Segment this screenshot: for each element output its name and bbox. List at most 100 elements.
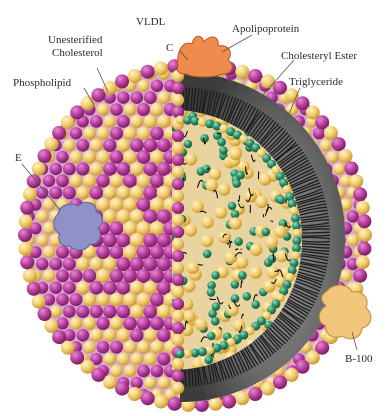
surface-head [157, 162, 171, 176]
surface-head [90, 305, 103, 318]
surface-head [130, 138, 144, 152]
surface-head [43, 198, 56, 211]
rim-head [261, 74, 275, 88]
rim-head [353, 187, 367, 201]
surface-head [144, 377, 156, 389]
rim-head [141, 65, 155, 79]
rim-head [222, 395, 236, 409]
surface-head [97, 103, 109, 115]
surface-head [43, 270, 56, 283]
surface-head [56, 151, 68, 163]
rim-head [32, 295, 46, 309]
cholesteryl-ester-bead [277, 196, 286, 205]
triglyceride-bead [185, 153, 198, 166]
surface-head [70, 127, 82, 139]
surface-head [110, 341, 123, 354]
surface-head [56, 174, 69, 187]
cholesteryl-ester-bead [231, 294, 240, 303]
rim-head [23, 187, 37, 201]
cut-head [172, 250, 184, 262]
cholesteryl-ester-bead [217, 138, 226, 147]
surface-head [70, 317, 83, 330]
cut-head [172, 178, 184, 190]
surface-head [347, 210, 359, 222]
surface-head [83, 127, 96, 140]
surface-head [69, 174, 82, 187]
surface-head [143, 186, 157, 200]
surface-head [116, 281, 130, 295]
surface-head [136, 245, 150, 259]
triglyceride-bead [250, 266, 263, 279]
triglyceride-bead [233, 319, 246, 332]
rim-head [44, 319, 58, 333]
surface-head [96, 198, 110, 212]
triglyceride-bead [229, 217, 242, 230]
surface-head [137, 293, 151, 307]
cholesteryl-ester-bead [234, 237, 243, 246]
surface-head [137, 103, 150, 116]
surface-head [117, 353, 130, 366]
surface-head [103, 281, 117, 295]
surface-head [56, 269, 69, 282]
cholesteryl-ester-bead [219, 146, 228, 155]
rim-head [235, 65, 249, 79]
surface-head [103, 209, 117, 223]
cut-head [172, 382, 184, 394]
surface-head [157, 328, 171, 342]
rim-head [273, 81, 287, 95]
surface-head [110, 150, 124, 164]
rim-head [344, 161, 358, 175]
surface-head [131, 91, 144, 104]
rim-head [128, 69, 142, 83]
cholesteryl-ester-bead [207, 332, 216, 341]
surface-head [76, 139, 89, 152]
surface-head [90, 115, 103, 128]
surface-head [110, 317, 123, 330]
triglyceride-bead [259, 173, 272, 186]
surface-head [110, 103, 123, 116]
rim-head [20, 201, 34, 215]
surface-head [144, 352, 157, 365]
cholesteryl-ester-bead [212, 302, 221, 311]
leader-apolipoprotein [222, 35, 252, 52]
cholesteryl-ester-bead [184, 140, 193, 149]
surface-head [63, 257, 76, 270]
cholesteryl-ester-bead [200, 134, 209, 143]
surface-head [63, 139, 75, 151]
label-unesterified-cholesterol-line2: Cholesterol [52, 47, 103, 59]
rim-head [103, 375, 117, 389]
surface-head [69, 269, 82, 282]
rim-head [23, 269, 37, 283]
surface-head [123, 150, 137, 164]
rim-head [353, 269, 367, 283]
surface-head [63, 305, 76, 318]
cholesteryl-ester-bead [243, 292, 252, 301]
inner-rim-head [176, 350, 185, 359]
rim-head [32, 161, 46, 175]
cholesteryl-ester-bead [211, 317, 220, 326]
label-b100: B-100 [345, 353, 373, 365]
surface-head [110, 174, 124, 188]
surface-head [110, 127, 123, 140]
surface-head [110, 269, 124, 283]
triglyceride-bead [183, 310, 196, 323]
cut-head [172, 274, 184, 286]
surface-head [157, 305, 171, 319]
rim-head [332, 137, 346, 151]
surface-head [63, 163, 76, 176]
triglyceride-bead [229, 148, 242, 161]
surface-head [117, 115, 130, 128]
rim-head [154, 61, 168, 75]
surface-head [97, 341, 110, 354]
cholesteryl-ester-bead [236, 171, 245, 180]
surface-head [43, 175, 55, 187]
rim-head [115, 74, 129, 88]
surface-head [137, 317, 151, 331]
rim-head [356, 201, 370, 215]
rim-head [115, 382, 129, 396]
surface-head [144, 91, 157, 104]
surface-head [144, 328, 158, 342]
surface-head [347, 234, 359, 246]
surface-head [143, 305, 157, 319]
surface-head [157, 138, 171, 152]
